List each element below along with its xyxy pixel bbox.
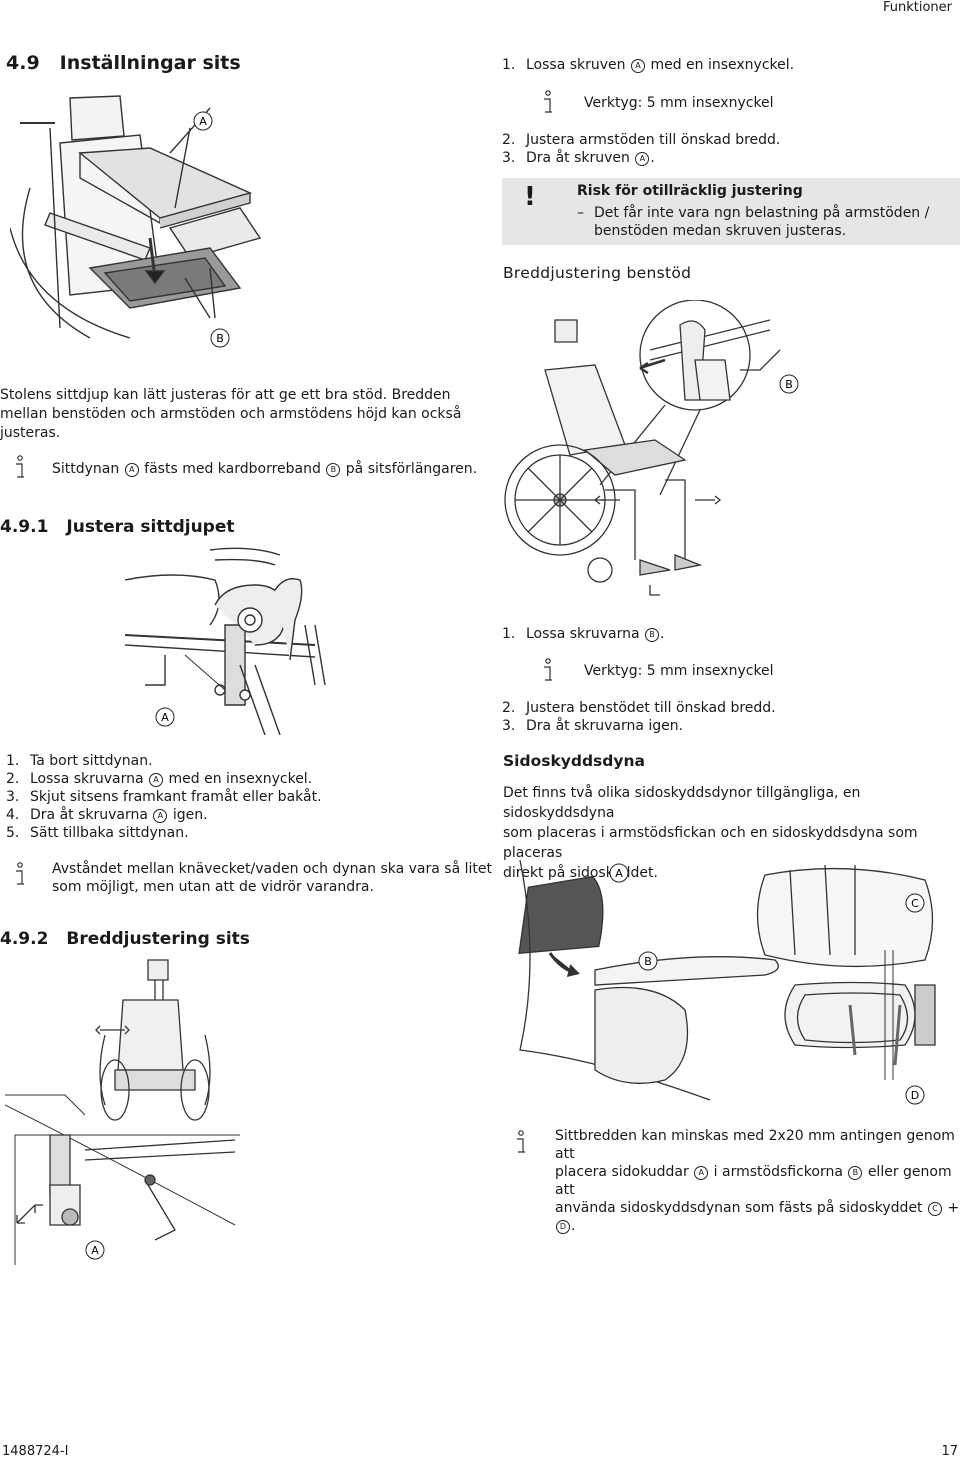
seat-depth-steps: 1.Ta bort sittdynan. 2.Lossa skruvarna A…: [6, 752, 322, 842]
step-5: 5.Sätt tillbaka sittdynan.: [6, 825, 189, 841]
step-3: 3.Skjut sitsens framkant framåt eller ba…: [6, 789, 322, 805]
marker-b: B: [326, 463, 341, 477]
figure-label-a: A: [199, 115, 207, 128]
seat-width-note: Sittbredden kan minskas med 2x20 mm anti…: [555, 1128, 960, 1234]
figure-label-a: A: [615, 867, 623, 880]
marker-a: A: [124, 463, 139, 477]
warning-text: Det får inte vara ngn belastning på arms…: [594, 205, 930, 239]
figure-label-d: D: [911, 1089, 919, 1102]
marker-a: A: [153, 809, 168, 823]
side-cushion-paragraph: Det finns två olika sidoskyddsdynor till…: [503, 785, 918, 881]
marker-c: C: [928, 1202, 942, 1216]
seat-width-illustration: A: [5, 959, 240, 1265]
section-number: 4.9: [6, 52, 40, 74]
tool-note: Verktyg: 5 mm insexnyckel: [584, 95, 774, 111]
info-icon: [16, 455, 24, 478]
step-3: 3.Dra åt skruvarna igen.: [502, 718, 684, 734]
seat-cushion-illustration: A B: [10, 95, 262, 348]
legrest-step-1: 1.Lossa skruvarna B.: [502, 626, 665, 642]
info-icon: [16, 862, 24, 885]
legrest-width-illustration: B: [504, 300, 799, 596]
step-3: 3.Dra åt skruven A.: [502, 150, 655, 166]
figure-label-a: A: [161, 711, 169, 724]
page-number: 17: [941, 1444, 958, 1459]
side-cushion-heading: Sidoskyddsdyna: [503, 752, 645, 770]
step-2: 2.Justera benstödet till önskad bredd.: [502, 700, 776, 716]
section-title: Inställningar sits: [59, 52, 241, 74]
figure-label-b: B: [785, 378, 793, 391]
marker-d: D: [556, 1220, 570, 1234]
warning-title: Risk för otillräcklig justering: [577, 183, 803, 199]
figure-label-b: B: [644, 955, 652, 968]
distance-note: Avståndet mellan knävecket/vaden och dyn…: [52, 861, 492, 895]
marker-a: A: [694, 1166, 709, 1180]
armrest-step-1: 1.Lossa skruven A med en insexnyckel.: [502, 57, 795, 73]
info-icon: [544, 658, 552, 681]
warning-icon: !: [524, 182, 536, 212]
info-icon: [517, 1130, 525, 1153]
side-cushion-illustration: A B C D: [518, 859, 936, 1105]
intro-paragraph: Stolens sittdjup kan lätt justeras för a…: [0, 387, 462, 441]
section-heading-4-9: 4.9 Inställningar sits: [6, 52, 241, 74]
marker-a: A: [631, 59, 645, 73]
seat-depth-illustration: A: [125, 547, 326, 735]
step-4: 4.Dra åt skruvarna A igen.: [6, 807, 208, 823]
warning-box: ! Risk för otillräcklig justering – Det …: [502, 178, 960, 245]
info-icon: [544, 90, 552, 113]
warning-dash: –: [577, 205, 584, 221]
doc-number: 1488724-I: [2, 1444, 69, 1459]
tool-note: Verktyg: 5 mm insexnyckel: [584, 663, 774, 679]
armrest-steps-2-3: 2.Justera armstöden till önskad bredd. 3…: [502, 131, 780, 167]
marker-a: A: [149, 773, 164, 787]
step-1: 1.Ta bort sittdynan.: [6, 753, 153, 769]
marker-a: A: [635, 152, 650, 166]
figure-label-b: B: [216, 332, 224, 345]
legrest-steps-2-3: 2.Justera benstödet till önskad bredd. 3…: [502, 699, 776, 735]
figure-label-a: A: [91, 1244, 99, 1257]
marker-b: B: [645, 628, 660, 642]
figure-label-c: C: [911, 897, 919, 910]
step-2: 2.Lossa skruvarna A med en insexnyckel.: [6, 771, 313, 787]
cushion-note: Sittdynan A fästs med kardborreband B på…: [52, 461, 478, 477]
step-2: 2.Justera armstöden till önskad bredd.: [502, 132, 781, 148]
legrest-heading: Breddjustering benstöd: [503, 264, 692, 282]
running-header: Funktioner: [882, 0, 952, 15]
marker-b: B: [848, 1166, 863, 1180]
